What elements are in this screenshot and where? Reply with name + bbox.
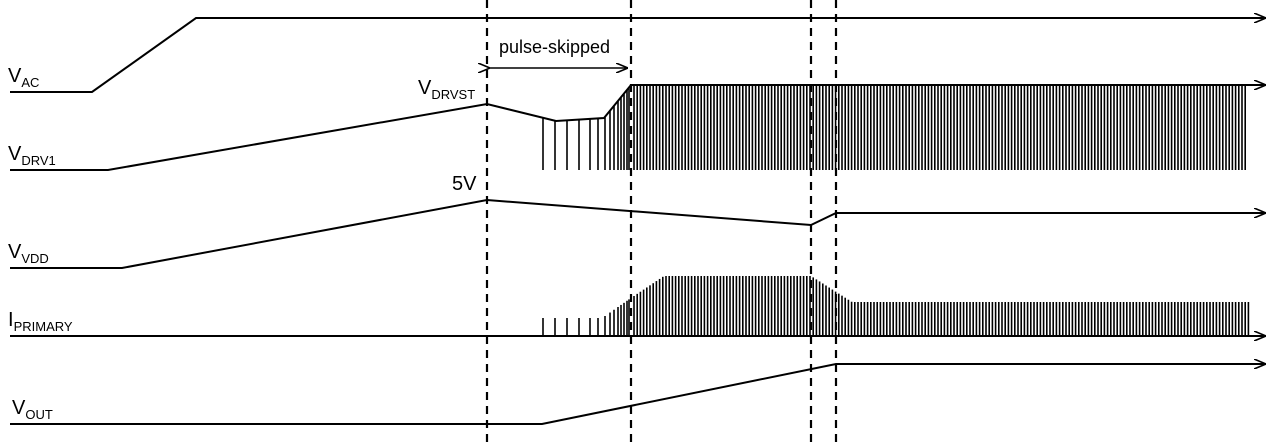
label-iprimary: IPRIMARY xyxy=(8,309,73,334)
annotation-vdrvst: VDRVST xyxy=(418,77,476,102)
vac-waveform xyxy=(10,18,1266,93)
annotation-pulse-skipped: pulse-skipped xyxy=(499,37,611,57)
vdrv1-waveform xyxy=(10,84,632,171)
vout-waveform xyxy=(10,364,1266,425)
label-vac: VAC xyxy=(8,65,40,90)
vvdd-waveform xyxy=(10,198,1266,269)
label-vout: VOUT xyxy=(12,397,53,422)
iprimary-pulse-train xyxy=(542,276,1250,336)
annotation-5v: 5V xyxy=(452,173,477,195)
vdrv1-pulse-train xyxy=(542,85,1246,170)
time-markers xyxy=(485,0,838,446)
label-vdrv1: VDRV1 xyxy=(8,143,56,168)
label-vvdd: VVDD xyxy=(8,241,49,266)
